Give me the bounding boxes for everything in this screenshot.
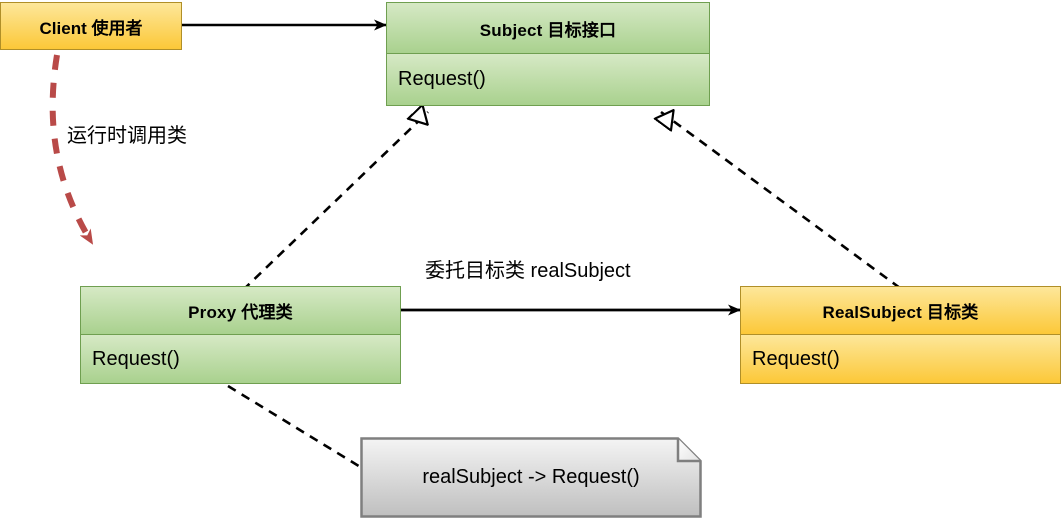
class-box-client[interactable]: Client 使用者: [0, 2, 182, 50]
edge-realsubject-to-subject: [661, 112, 901, 290]
edge-proxy-to-note: [227, 384, 363, 470]
note-text: realSubject -> Request(): [422, 466, 640, 488]
class-box-realsubject-title: RealSubject 目标类: [741, 287, 1060, 335]
edge-proxy-to-subject: [242, 112, 428, 291]
edge-label-proxy-to-realsubject: 委托目标类 realSubject: [425, 260, 631, 282]
class-box-proxy-title: Proxy 代理类: [81, 287, 400, 335]
class-box-proxy-operation: Request(): [81, 335, 400, 383]
note-shape: [360, 437, 702, 518]
note-box[interactable]: realSubject -> Request(): [360, 437, 702, 518]
class-box-subject[interactable]: Subject 目标接口 Request(): [386, 2, 710, 106]
class-box-subject-operation: Request(): [387, 54, 709, 105]
edge-client-to-proxy: [49, 54, 95, 245]
class-box-realsubject[interactable]: RealSubject 目标类 Request(): [740, 286, 1061, 384]
class-box-client-label: Client 使用者: [39, 18, 143, 38]
edge-label-client-to-proxy: 运行时调用类: [67, 125, 187, 147]
class-box-subject-title: Subject 目标接口: [387, 3, 709, 54]
class-box-realsubject-operation: Request(): [741, 335, 1060, 383]
class-box-proxy[interactable]: Proxy 代理类 Request(): [80, 286, 401, 384]
